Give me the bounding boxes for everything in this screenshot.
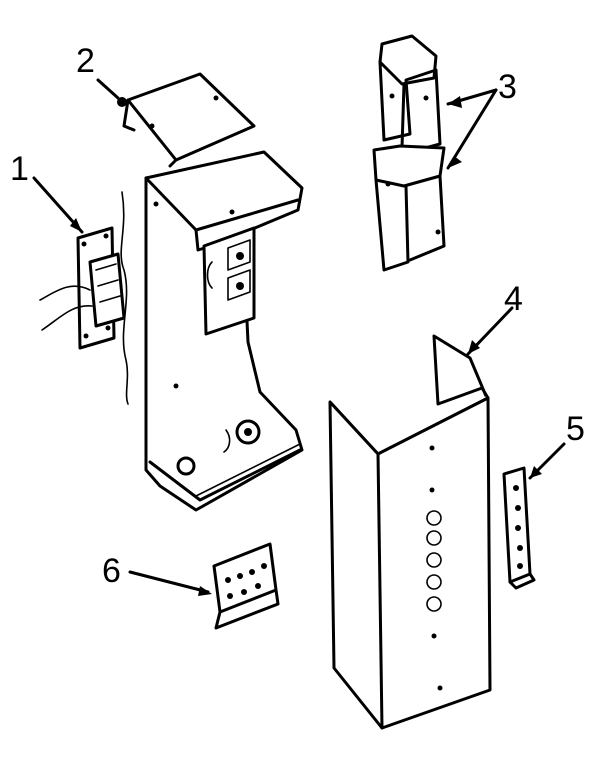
- callout-2: 2: [76, 42, 95, 80]
- part-3-brackets: [372, 34, 498, 272]
- callout-4: 4: [504, 280, 523, 318]
- part-5-terminal-strip: [502, 442, 566, 590]
- callout-6: 6: [102, 552, 121, 590]
- part-6-terminal-block: [128, 542, 280, 630]
- part-2-lid: [96, 72, 256, 168]
- part-4-cover: [328, 306, 514, 730]
- callout-5: 5: [566, 410, 585, 448]
- callout-1: 1: [10, 150, 29, 188]
- callout-3: 3: [498, 68, 517, 106]
- part-1-transformer: [32, 176, 129, 405]
- main-chassis: [144, 150, 304, 512]
